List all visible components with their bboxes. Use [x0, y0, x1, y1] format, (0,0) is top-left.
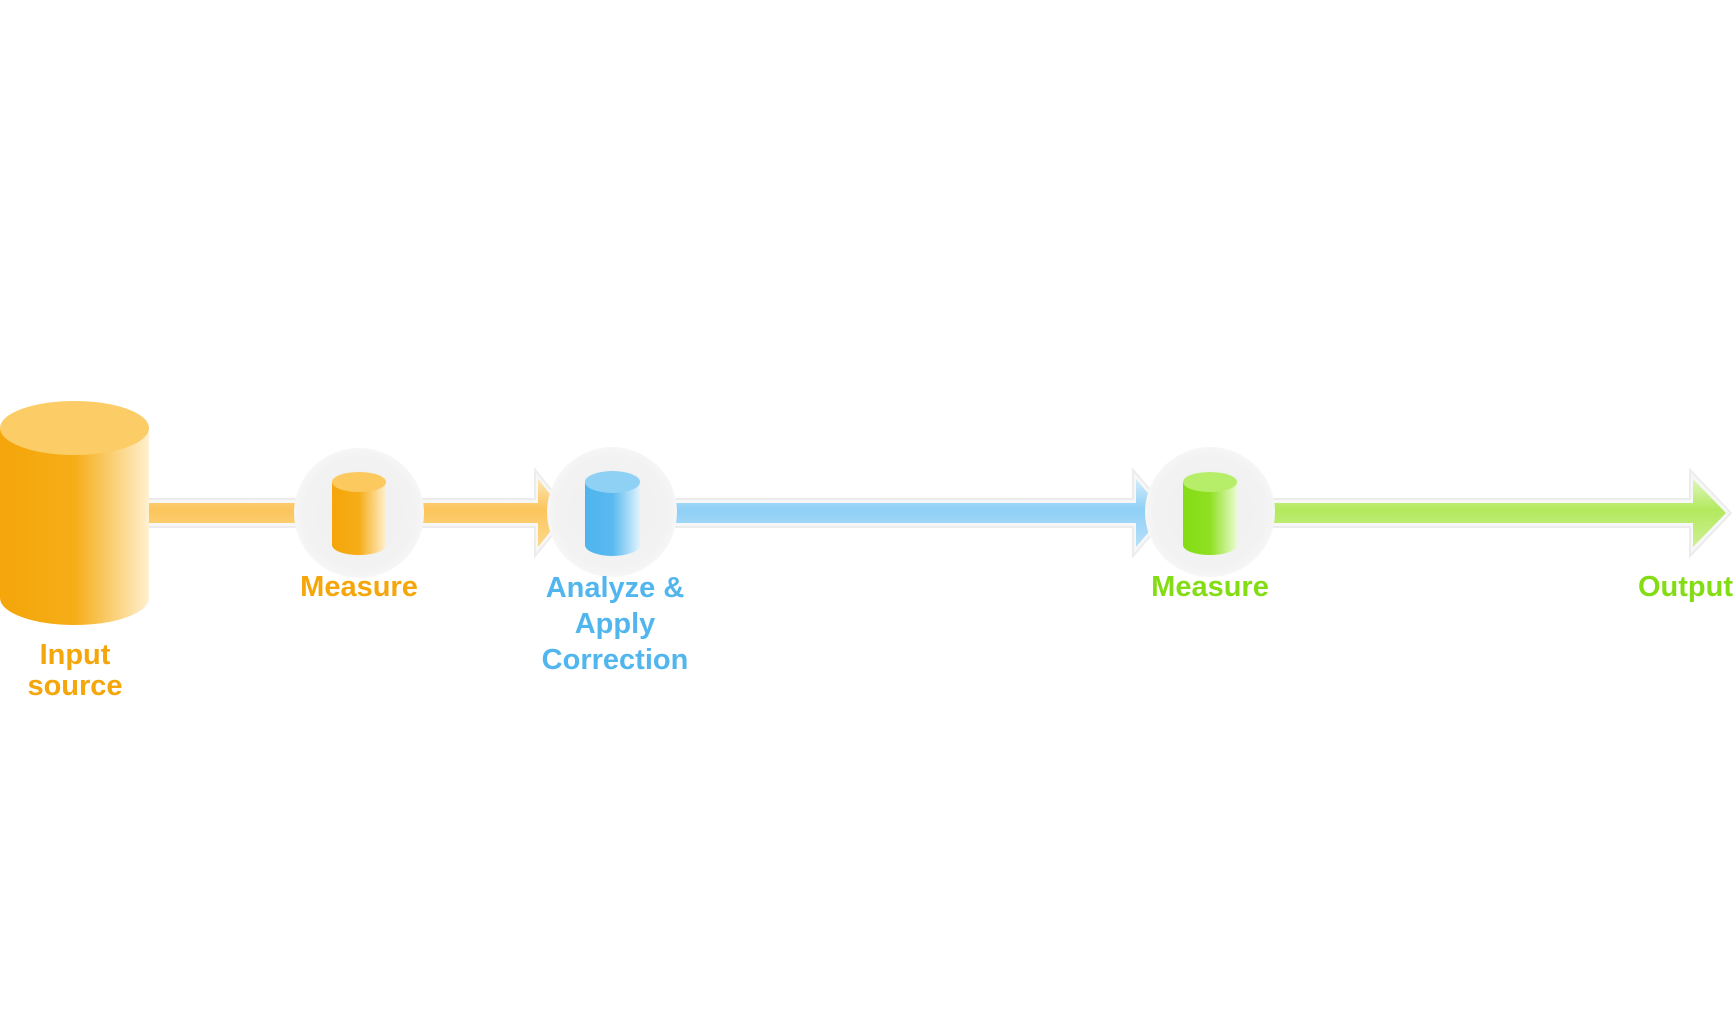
measure-node-2: [1145, 447, 1275, 577]
measure-node-1: [294, 448, 424, 578]
cylinder-icon: [332, 472, 386, 555]
cylinder-icon: [585, 471, 640, 556]
measure-label-1: Measure: [300, 571, 418, 603]
output-label: Output: [1637, 571, 1733, 603]
cylinder-icon: [1183, 472, 1237, 555]
analyze-node: [547, 447, 677, 577]
database-cylinder-icon: [0, 401, 149, 625]
analyze-label: Analyze & Apply Correction: [541, 572, 689, 676]
input-source-label: Input source: [27, 639, 123, 702]
measure-label-2: Measure: [1151, 571, 1269, 603]
